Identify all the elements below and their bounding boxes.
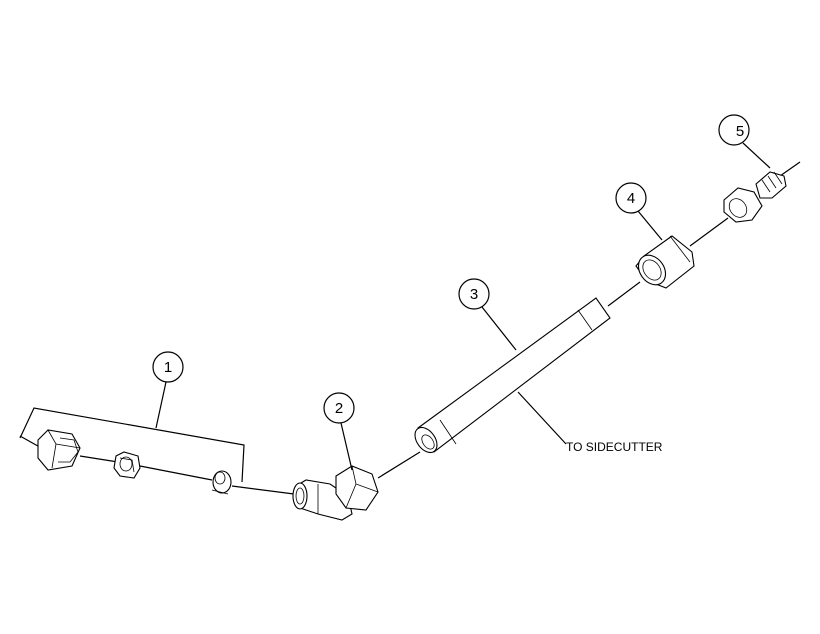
coupling-part [635,235,695,289]
insert-part [211,470,232,495]
callout-5-label: 5 [736,123,744,140]
callout-1: 1 [152,351,184,429]
callout-4: 4 [615,182,663,241]
assembly-axis-line [19,161,801,495]
sidecutter-note: TO SIDECUTTER [517,391,663,454]
callout-1-label: 1 [164,359,172,376]
elbow-fitting-part [292,465,379,521]
callout-3-label: 3 [470,286,478,303]
sleeve-part [113,451,141,479]
callout-2: 2 [323,392,355,471]
callout-4-label: 4 [627,190,635,207]
callout-3: 3 [458,278,517,351]
sidecutter-note-text: TO SIDECUTTER [566,440,663,454]
callout-2-label: 2 [335,400,343,417]
hose-barb-part [723,171,787,223]
hex-nut-part [37,429,81,471]
callout-5: 5 [718,114,771,169]
tube-part [414,297,611,454]
group-bracket [19,407,245,483]
